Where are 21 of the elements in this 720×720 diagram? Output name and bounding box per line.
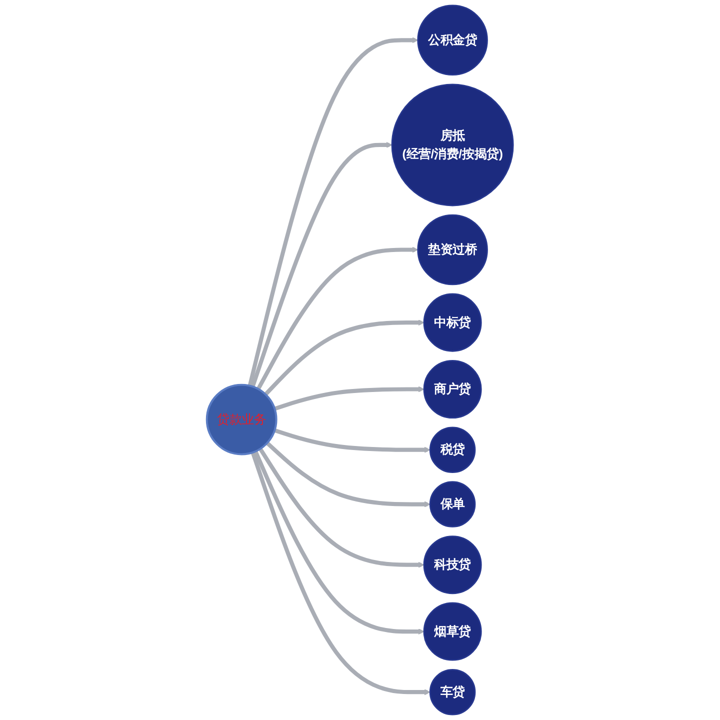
node-circle: 商户贷: [423, 360, 482, 419]
arrow: [256, 246, 418, 390]
arrow: [266, 441, 430, 508]
arrow: [274, 386, 424, 411]
arrow: [274, 428, 430, 453]
node-circle: 保单: [429, 481, 476, 528]
node-circle: 中标贷: [423, 293, 482, 352]
arrow: [258, 448, 424, 568]
arrow: [248, 37, 418, 386]
node-circle: 公积金贷: [417, 4, 488, 76]
node-circle: 垫资过桥: [417, 214, 488, 286]
arrow: [264, 320, 424, 396]
arrow: [254, 450, 424, 635]
node-circle: 房抵 (经营/消费/按揭贷): [391, 84, 514, 206]
node-circle: 科技贷: [423, 536, 482, 594]
node-circle: 税贷: [429, 426, 476, 473]
node-circle: 烟草贷: [423, 602, 482, 661]
arrow: [250, 142, 392, 388]
arrow: [250, 452, 430, 696]
node-circle: 车贷: [429, 668, 476, 716]
node-circle: 贷款业务: [206, 384, 278, 456]
